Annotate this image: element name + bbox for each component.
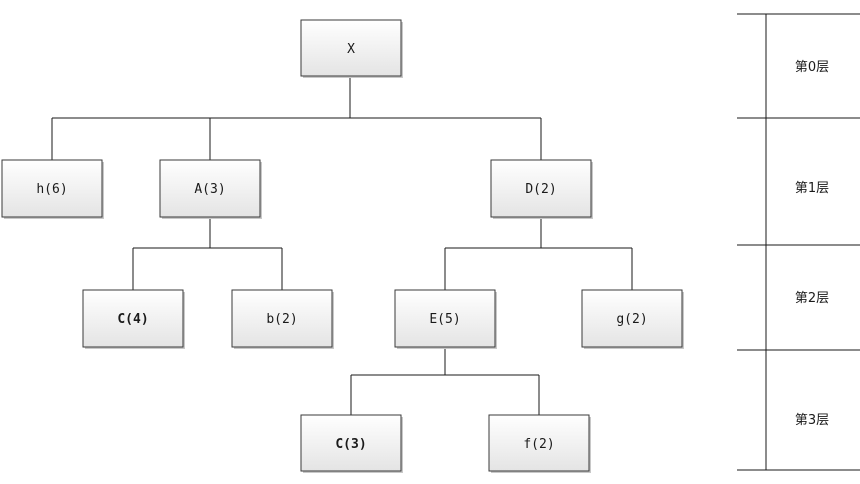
- node-h-label: h(6): [36, 182, 67, 197]
- node-c4-label: C(4): [117, 312, 148, 327]
- node-a-label: A(3): [194, 182, 225, 197]
- node-c3-label: C(3): [335, 437, 366, 452]
- level-legend: 第0层 第1层 第2层 第3层: [737, 13, 860, 471]
- node-x-label: X: [347, 42, 355, 57]
- node-c3: C(3): [300, 414, 403, 473]
- tree-edges: [51, 76, 633, 415]
- level-label-3: 第3层: [795, 413, 829, 428]
- node-a: A(3): [159, 159, 262, 219]
- node-f: f(2): [488, 414, 591, 473]
- node-h: h(6): [1, 159, 104, 219]
- node-d-label: D(2): [525, 182, 556, 197]
- level-label-0: 第0层: [795, 60, 829, 75]
- node-g: g(2): [581, 289, 684, 349]
- level-label-1: 第1层: [795, 181, 829, 196]
- node-e-label: E(5): [429, 312, 460, 327]
- node-x: X: [300, 19, 403, 78]
- node-e: E(5): [394, 289, 497, 349]
- node-f-label: f(2): [523, 437, 554, 452]
- level-label-2: 第2层: [795, 291, 829, 306]
- node-d: D(2): [490, 159, 593, 219]
- node-b-label: b(2): [266, 312, 297, 327]
- node-c4: C(4): [82, 289, 185, 349]
- node-g-label: g(2): [616, 312, 647, 327]
- node-b: b(2): [231, 289, 334, 349]
